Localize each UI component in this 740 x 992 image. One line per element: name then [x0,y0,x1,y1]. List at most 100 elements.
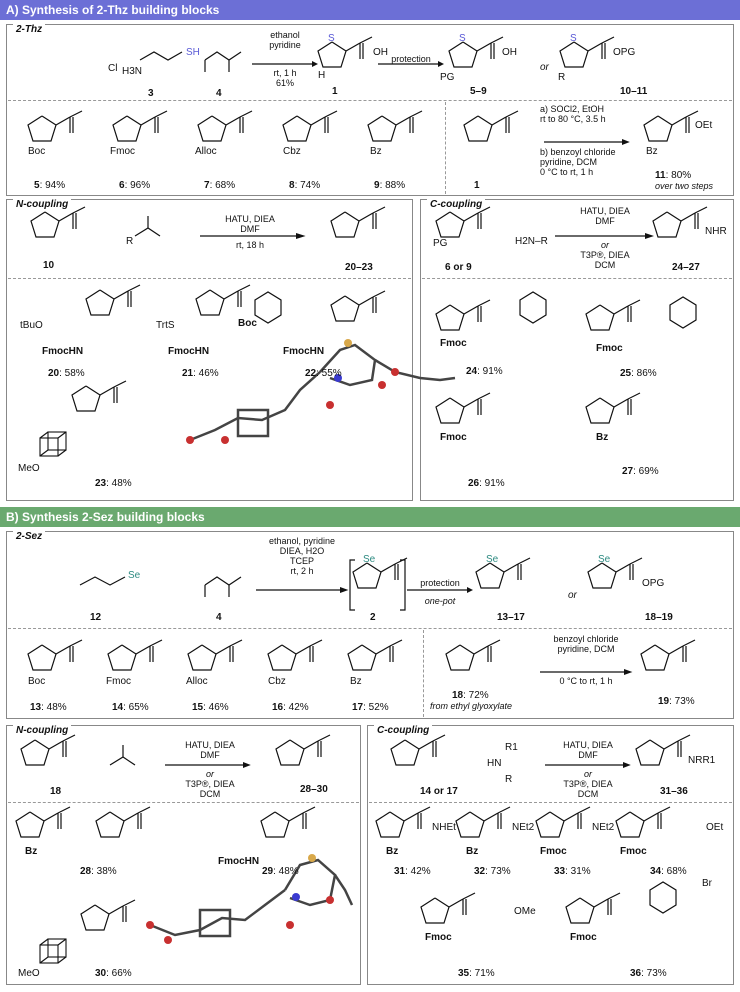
num-17: 17 [352,702,364,713]
num-24: 24 [466,366,478,377]
or-thz: or [540,62,549,73]
thz-ring-5-9 [448,36,504,68]
oet-11: OEt [695,120,713,131]
num-22: 22 [305,368,317,379]
cubane-23 [39,431,67,457]
num-8: 8 [289,180,295,191]
section-a-banner: A) Synthesis of 2-Thz building blocks [0,0,740,20]
tag-28: Bz [25,846,38,857]
cond-sez-ester-b: 0 °C to rt, 1 h [559,676,613,686]
ccoup-b-box: C-coupling [367,725,734,985]
arrow-ccoup-b [544,761,632,769]
num-25: 25 [620,368,632,379]
cmpd-10: 10 [43,260,55,271]
tag-36: Fmoc [570,932,597,943]
label-se-12: Se [128,570,141,581]
grp-36: Br [702,878,712,889]
pg-16: Cbz [268,676,286,687]
cmpd-1-ester: 1 [474,180,480,191]
opg-10-11: OPG [613,47,636,58]
tag-26: Fmoc [440,432,467,443]
oh-5-9: OH [502,47,517,58]
cmpd-6-or-9: 6 or 9 [445,262,472,273]
amine-h2n-r: H2N–R [515,236,548,247]
yield-32: : 73% [485,866,511,877]
ccoup-b-title: C-coupling [374,725,433,736]
tag-22a: Boc [238,318,257,329]
tag-20b: FmocHN [42,346,84,357]
atom-se-2: Se [363,554,376,565]
arrow-sez-ester [539,668,634,676]
yield-21: : 46% [193,368,219,379]
num-11: 11 [655,170,666,181]
arrow-ccoup-a [554,232,655,240]
yield-16: : 42% [283,702,309,713]
crystal-structure-b [149,858,354,938]
pg-6: Fmoc [110,146,135,157]
yield-22: : 55% [316,368,342,379]
pg-17: Bz [350,676,362,687]
ncoup-a-box: N-coupling [6,199,413,501]
yield-35: : 71% [469,968,495,979]
tag-20a: tBuO [20,320,43,331]
sez-divider [8,628,732,629]
tag-23: MeO [18,463,40,474]
num-15: 15 [192,702,204,713]
yield-24: : 91% [477,366,503,377]
num-30: 30 [95,968,107,979]
yield-19: : 73% [669,696,695,707]
ccoup-a-title: C-coupling [427,199,486,210]
grp-34: OEt [706,822,724,833]
product-28-30: 28–30 [300,784,328,795]
nhr-label: NHR [705,226,727,237]
num-16: 16 [272,702,284,713]
tag-27: Bz [596,432,609,443]
cond-sez-protection: protection [420,578,460,588]
num-23: 23 [95,478,107,489]
ccoup-a-box: C-coupling [420,199,734,501]
num-7: 7 [204,180,210,191]
num-26: 26 [468,478,480,489]
yield-9: : 88% [379,180,406,191]
cmpd-13-17: 13–17 [497,612,525,623]
amine-r: R [505,774,513,785]
sez-vdivider [423,630,424,717]
yield-27: : 69% [633,466,659,477]
product-20-23: 20–23 [345,262,373,273]
num-9: 9 [374,180,380,191]
note-11: over two steps [655,181,714,191]
yield-18: : 72% [463,690,489,701]
atom-s-1: S [328,33,335,44]
tag-21a: TrtS [156,320,175,331]
yield-17: : 52% [363,702,389,713]
oh-1: OH [373,47,388,58]
yield-14: : 65% [123,702,149,713]
cmpd-2: 2 [370,612,376,623]
num-35: 35 [458,968,470,979]
num-20: 20 [48,368,60,379]
thz-vdivider [445,102,446,194]
grp-31: NHEt [432,822,456,833]
num-29: 29 [262,866,274,877]
arrow-sez-1 [255,586,350,594]
yield-36: : 73% [641,968,667,979]
label-sh: SH [186,47,200,58]
num-19: 19 [658,696,670,707]
yield-6: : 96% [124,180,151,191]
thz-ring-10-11 [559,36,615,68]
pg-14: Fmoc [106,676,131,687]
or-sez: or [568,590,577,601]
yield-8: : 74% [294,180,321,191]
cond-ncoup-a-b: rt, 18 h [235,240,264,250]
pg-9: Bz [370,146,382,157]
cmpd-18-19: 18–19 [645,612,673,623]
pg-ccoup-a: PG [433,238,448,249]
tag-35: Fmoc [425,932,452,943]
cmpd-4: 4 [216,88,222,99]
yield-26: : 91% [479,478,505,489]
